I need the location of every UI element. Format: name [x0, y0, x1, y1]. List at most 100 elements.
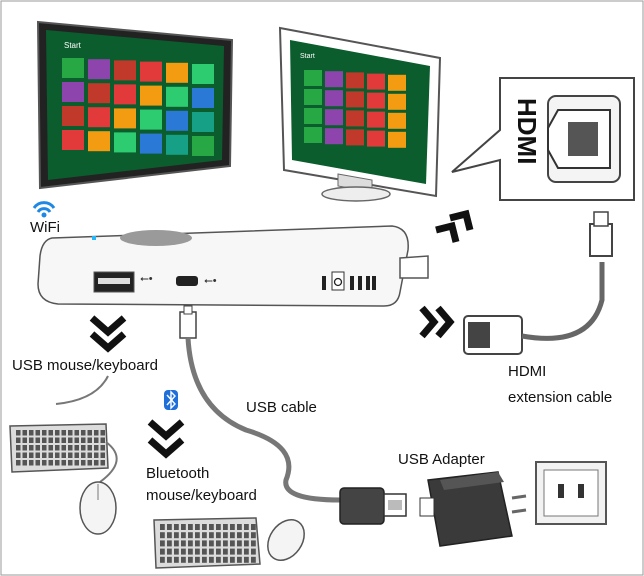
- hdmi-ext-label-line2: extension cable: [508, 389, 612, 406]
- usb-cable: [179, 305, 407, 525]
- keyboard-key: [94, 452, 99, 458]
- keyboard-key: [223, 524, 228, 530]
- keyboard-key: [202, 548, 207, 555]
- keyboard-key: [195, 556, 200, 563]
- usb-mouse: [79, 441, 118, 535]
- start-tile: [166, 134, 188, 155]
- keyboard-key: [237, 556, 242, 563]
- keyboard-key: [29, 445, 34, 451]
- keyboard-key: [87, 460, 92, 466]
- keyboard-key: [244, 556, 249, 563]
- keyboard-key: [181, 540, 186, 547]
- power-icon: [333, 277, 343, 287]
- keyboard-key: [74, 460, 79, 466]
- keyboard-key: [100, 430, 105, 436]
- keyboard-key: [35, 437, 40, 443]
- keyboard-key: [16, 452, 21, 458]
- keyboard-key: [174, 532, 179, 539]
- keyboard-key: [216, 556, 221, 563]
- keyboard-key: [188, 540, 193, 547]
- keyboard-key: [167, 540, 172, 547]
- keyboard-key: [188, 524, 193, 530]
- start-tile: [62, 58, 84, 78]
- keyboard-key: [195, 524, 200, 530]
- keyboard-key: [22, 437, 27, 443]
- usb-mouse-keyboard-label: USB mouse/keyboard: [12, 357, 158, 374]
- keyboard-key: [55, 430, 60, 436]
- start-tile: [140, 61, 162, 82]
- keyboard-key: [61, 460, 66, 466]
- keyboard-key: [244, 532, 249, 539]
- hdmi-plug: [399, 255, 429, 279]
- keyboard-key: [74, 430, 79, 436]
- keyboard-key: [251, 532, 256, 539]
- keyboard-key: [230, 524, 235, 530]
- keyboard-key: [81, 430, 86, 436]
- tv-start-text: Start: [64, 41, 82, 50]
- start-tile: [325, 71, 343, 88]
- start-tile: [88, 107, 110, 128]
- start-tile: [346, 129, 364, 146]
- start-tile: [140, 85, 162, 106]
- start-tile: [62, 106, 84, 126]
- keyboard-key: [188, 532, 193, 539]
- start-tile: [304, 70, 322, 86]
- keyboard-key: [167, 524, 172, 530]
- tv-tile-grid: [62, 58, 214, 156]
- keyboard-key: [29, 460, 34, 466]
- keyboard-key: [22, 452, 27, 458]
- usb-adapter: [419, 471, 527, 547]
- usb-symbol-icon: ⭠•: [140, 273, 153, 285]
- keyboard-key: [22, 460, 27, 466]
- keyboard-key: [55, 452, 60, 458]
- keyboard-key: [35, 460, 40, 466]
- keyboard-key: [181, 524, 186, 530]
- keyboard-key: [35, 445, 40, 451]
- keyboard-key: [48, 437, 53, 443]
- keyboard-key: [81, 452, 86, 458]
- start-tile: [114, 132, 136, 153]
- keyboard-key: [68, 452, 73, 458]
- usb-adapter-label: USB Adapter: [398, 451, 485, 468]
- start-tile: [367, 111, 385, 128]
- start-tile: [192, 112, 214, 132]
- start-tile: [325, 109, 343, 126]
- keyboard-key: [48, 452, 53, 458]
- keyboard-key: [16, 460, 21, 466]
- keyboard-key: [223, 532, 228, 539]
- start-tile: [192, 88, 214, 108]
- keyboard-key: [81, 445, 86, 451]
- keyboard-key: [100, 437, 105, 443]
- keyboard-key: [42, 452, 47, 458]
- keyboard-key: [42, 437, 47, 443]
- wifi-icon: [32, 201, 56, 218]
- keyboard-key: [202, 556, 207, 563]
- chevron-down-icon: [147, 419, 185, 459]
- start-tile: [367, 130, 385, 147]
- keyboard-key: [202, 532, 207, 539]
- keyboard-key: [167, 556, 172, 563]
- bluetooth-label-line2: mouse/keyboard: [146, 487, 257, 504]
- keyboard-key: [61, 430, 66, 436]
- start-tile: [62, 82, 84, 102]
- keyboard-key: [216, 532, 221, 539]
- keyboard-key: [209, 548, 214, 555]
- keyboard-key: [160, 556, 165, 563]
- start-tile: [388, 74, 406, 91]
- keyboard-key: [251, 524, 256, 530]
- keyboard-key: [237, 540, 242, 547]
- keyboard-key: [94, 437, 99, 443]
- wall-outlet: [535, 461, 607, 525]
- power-button: [331, 271, 345, 291]
- keyboard-key: [160, 540, 165, 547]
- start-tile: [325, 90, 343, 107]
- keyboard-key: [181, 556, 186, 563]
- keyboard-key: [55, 460, 60, 466]
- keyboard-key: [87, 430, 92, 436]
- usb-symbol-icon: ⭠•: [204, 275, 217, 287]
- chevron-up-right-icon: [435, 209, 474, 243]
- wifi-label: WiFi: [30, 219, 60, 236]
- keyboard-key: [195, 532, 200, 539]
- start-tile: [192, 64, 214, 84]
- usb-keyboard: [9, 375, 109, 473]
